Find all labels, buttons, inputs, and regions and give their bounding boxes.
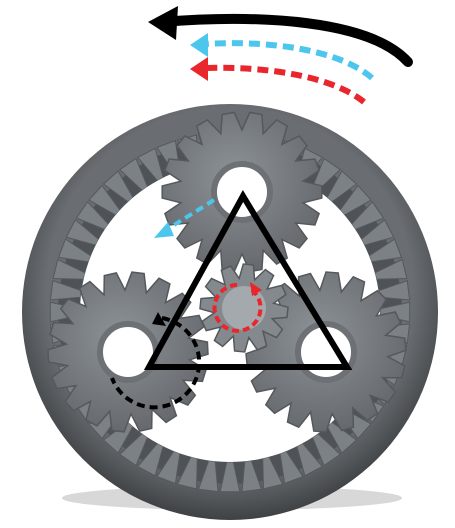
planet-gear-hole [100, 324, 156, 380]
ring-rotation-arrowhead [148, 6, 178, 40]
sun-rotation-arrow [205, 68, 364, 102]
sun-gear-hub [222, 286, 266, 330]
carrier-rotation-arrowhead [190, 33, 208, 57]
carrier-rotation-arrow [205, 43, 372, 78]
sun-rotation-arrowhead [190, 57, 208, 81]
